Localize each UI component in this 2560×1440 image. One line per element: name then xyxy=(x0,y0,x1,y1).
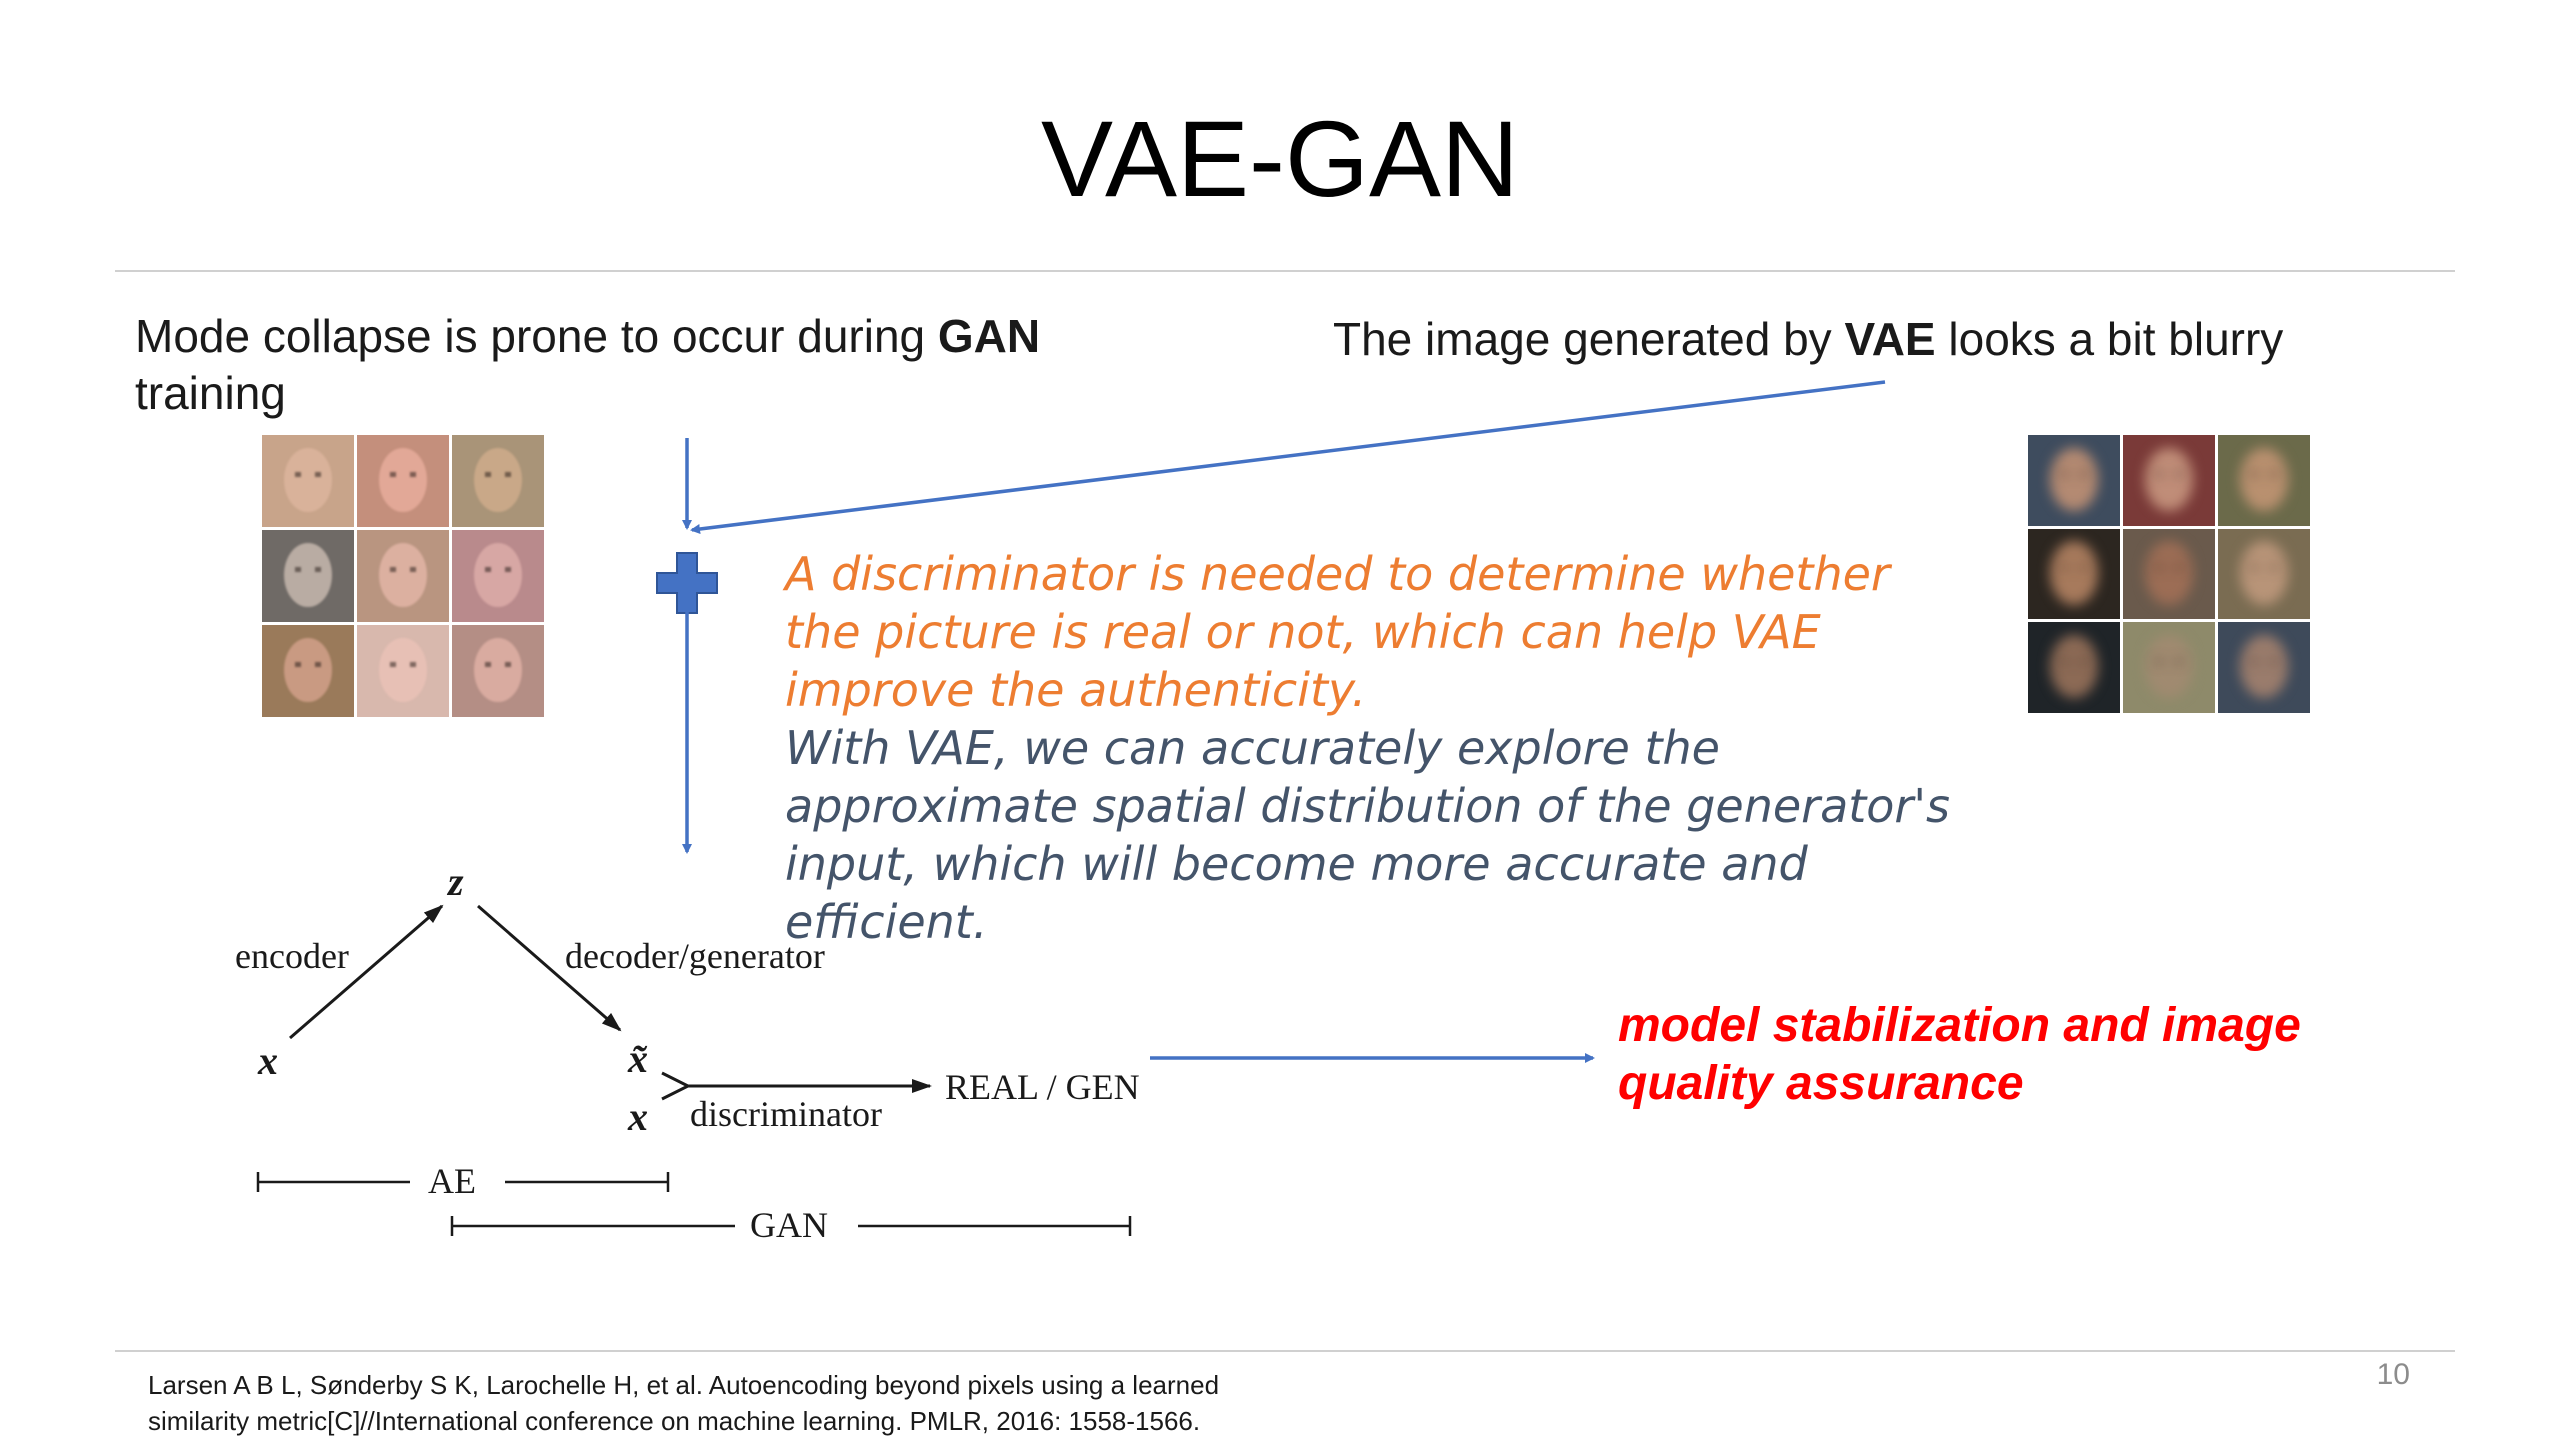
face-sample xyxy=(2218,528,2310,620)
vae-face-samples xyxy=(2028,435,2310,713)
vae-explanation: With VAE, we can accurately explore the … xyxy=(785,721,1950,949)
face-sample xyxy=(2123,622,2215,713)
latent-z-label: z xyxy=(448,859,464,904)
face-sample xyxy=(2123,528,2215,620)
discriminator-label: discriminator xyxy=(690,1094,882,1134)
face-sample xyxy=(2218,622,2310,713)
encoder-label: encoder xyxy=(235,936,349,976)
decoder-label: decoder/generator xyxy=(565,936,825,976)
reconstructed-x-label: x̃ xyxy=(628,1036,648,1081)
gan-note-text-after: training xyxy=(135,367,286,419)
footer-divider xyxy=(115,1350,2455,1352)
face-sample xyxy=(452,530,544,622)
title-divider xyxy=(115,270,2455,272)
citation: Larsen A B L, Sønderby S K, Larochelle H… xyxy=(148,1367,1448,1439)
face-sample xyxy=(2123,435,2215,526)
vae-note-emphasis: VAE xyxy=(1844,313,1936,365)
vae-blurry-note: The image generated by VAE looks a bit b… xyxy=(1333,311,2433,368)
face-sample xyxy=(262,625,354,717)
real-gen-output-label: REAL / GEN xyxy=(945,1067,1140,1107)
face-sample xyxy=(452,625,544,717)
citation-line-1: Larsen A B L, Sønderby S K, Larochelle H… xyxy=(148,1370,1220,1400)
description-block: A discriminator is needed to determine w… xyxy=(785,545,1955,951)
decoder-arrow xyxy=(477,904,622,1032)
face-sample xyxy=(262,435,354,527)
gan-note-emphasis: GAN xyxy=(937,310,1041,362)
face-sample xyxy=(2028,622,2120,713)
face-sample xyxy=(2028,435,2120,526)
input-x-label: x xyxy=(258,1038,278,1083)
discriminator-merge-bracket xyxy=(661,1071,692,1101)
discriminator-explanation: A discriminator is needed to determine w… xyxy=(785,547,1890,717)
citation-line-2: similarity metric[C]//International conf… xyxy=(148,1406,1201,1436)
gan-note-text-before: Mode collapse is prone to occur during xyxy=(135,310,938,362)
face-sample xyxy=(262,530,354,622)
encoder-arrow xyxy=(289,904,444,1040)
face-sample xyxy=(2028,528,2120,620)
face-sample xyxy=(357,530,449,622)
gan-face-samples xyxy=(262,435,544,717)
vae-note-text-after: looks a bit blurry xyxy=(1935,313,2284,365)
ae-span-label: AE xyxy=(428,1161,476,1201)
vae-to-plus-arrow xyxy=(690,380,1886,534)
real-x-label: x xyxy=(628,1094,648,1139)
gan-span-label: GAN xyxy=(750,1205,828,1245)
plus-icon xyxy=(656,552,718,614)
face-sample xyxy=(357,435,449,527)
face-sample xyxy=(2218,435,2310,526)
gan-mode-collapse-note: Mode collapse is prone to occur during G… xyxy=(135,308,1135,422)
face-sample xyxy=(357,625,449,717)
result-text: model stabilization and image quality as… xyxy=(1618,999,2301,1110)
slide-title: VAE-GAN xyxy=(1040,98,1520,219)
face-sample xyxy=(452,435,544,527)
vae-note-text-before: The image generated by xyxy=(1333,313,1845,365)
page-number: 10 xyxy=(2376,1358,2410,1391)
